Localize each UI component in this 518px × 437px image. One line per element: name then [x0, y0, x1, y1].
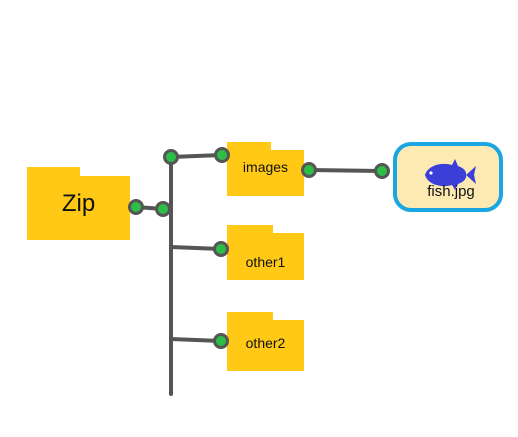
images-link [169, 153, 224, 159]
file-link [307, 168, 384, 173]
folder-icon [227, 225, 304, 280]
other2-folder-label: other2 [245, 335, 286, 351]
folder-icon [227, 312, 304, 371]
other1-folder [227, 225, 304, 280]
connector-node [374, 163, 390, 179]
connector-node [301, 162, 317, 178]
connector-node [213, 241, 229, 257]
connector-node [213, 333, 229, 349]
connector-nodes [128, 147, 390, 349]
images-folder [227, 142, 304, 196]
images-folder-label: images [242, 159, 289, 175]
file-label: fish.jpg [427, 183, 475, 200]
root-folder [27, 167, 130, 240]
other1-link [169, 245, 223, 251]
other2-folder [227, 312, 304, 371]
other1-folder-label: other1 [245, 254, 286, 270]
folder-icon [27, 167, 130, 240]
fish-icon [425, 159, 476, 190]
root-folder-label: Zip [61, 190, 96, 217]
connector-node [155, 201, 171, 217]
connector-node [214, 147, 230, 163]
other2-link [169, 337, 223, 343]
connector-node [163, 149, 179, 165]
folder-icon [227, 142, 304, 196]
connector-node [128, 199, 144, 215]
